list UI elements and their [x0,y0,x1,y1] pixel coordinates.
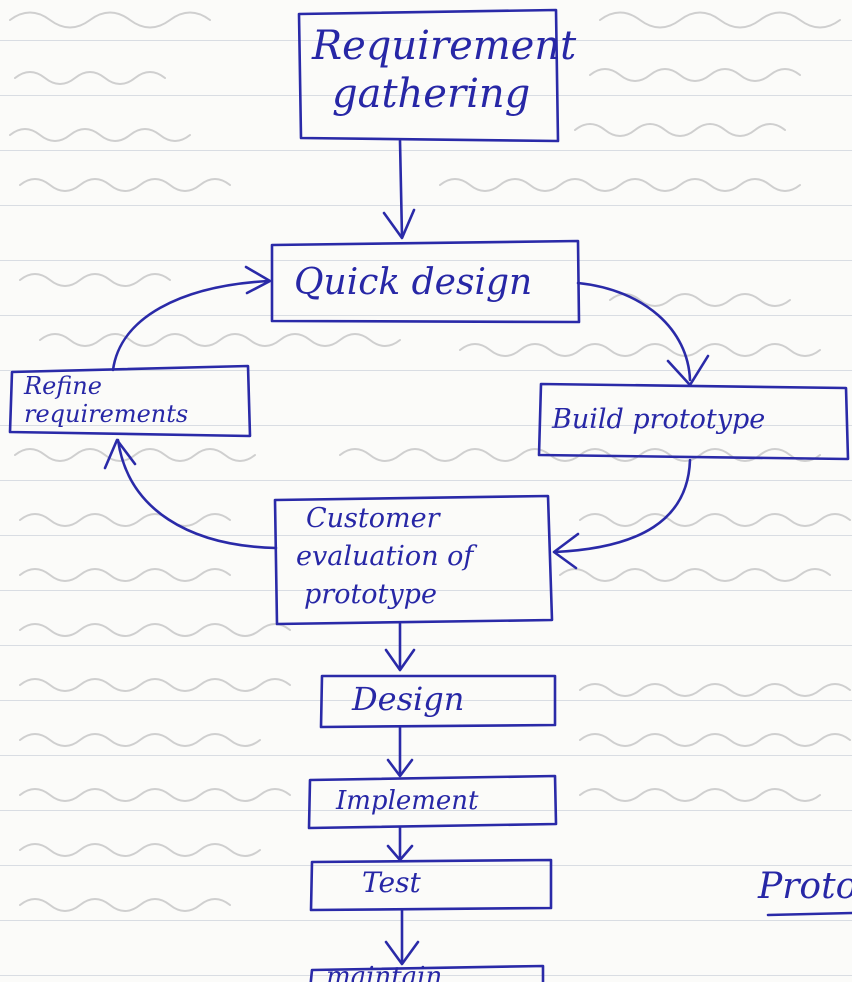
arrow-requirement-to-quick-design [398,139,404,239]
ruled-line [0,920,852,921]
test-label: Test [362,866,421,899]
arrow-quick-design-to-build-prototype [576,281,692,382]
ruled-line [0,205,852,206]
arrow-build-prototype-to-customer-evaluation [553,458,692,554]
ruled-line [0,40,852,41]
ruled-line [0,810,852,811]
ruled-line [0,95,852,96]
ruled-line [0,315,852,316]
ruled-line [0,590,852,591]
requirement-gathering-line1: Requirement [312,23,577,69]
refine-requirements-label: Refine requirements [24,372,188,428]
side-note-underline [766,911,852,917]
build-prototype-box [537,382,850,461]
ruled-line [0,975,852,976]
ruled-line [0,535,852,536]
arrow-refine-to-quick-design [111,279,270,372]
ruled-line [0,645,852,646]
maintain-label: maintain [326,962,443,982]
design-label: Design [352,680,465,718]
refine-requirements-box [8,364,252,438]
ruled-line [0,480,852,481]
build-prototype-label: Build prototype [552,404,766,435]
implement-label: Implement [336,786,479,816]
maintain-box [309,964,545,982]
ruled-line [0,260,852,261]
arrow-customer-evaluation-to-refine [116,438,278,550]
quick-design-box [270,239,581,324]
requirement-gathering-box [297,8,560,143]
customer-line1: Customer [306,503,440,534]
ruled-line [0,370,852,371]
customer-evaluation-label: Customer evaluation of prototype [296,500,473,614]
customer-evaluation-box [273,494,554,626]
customer-line3: prototype [304,579,437,610]
refine-line2: requirements [24,400,189,428]
quick-design-label: Quick design [294,262,533,303]
test-box [309,858,553,912]
design-box [319,674,557,729]
ruled-line [0,425,852,426]
side-note-proto: Proto [758,866,852,907]
ruled-line [0,150,852,151]
requirement-gathering-label: Requirement gathering [312,22,576,118]
ruled-line [0,700,852,701]
requirement-gathering-line2: gathering [332,71,531,117]
ruled-line [0,865,852,866]
customer-line2: evaluation of [296,541,474,572]
ruled-line [0,755,852,756]
implement-box [307,774,558,830]
refine-line1: Refine [24,372,102,400]
